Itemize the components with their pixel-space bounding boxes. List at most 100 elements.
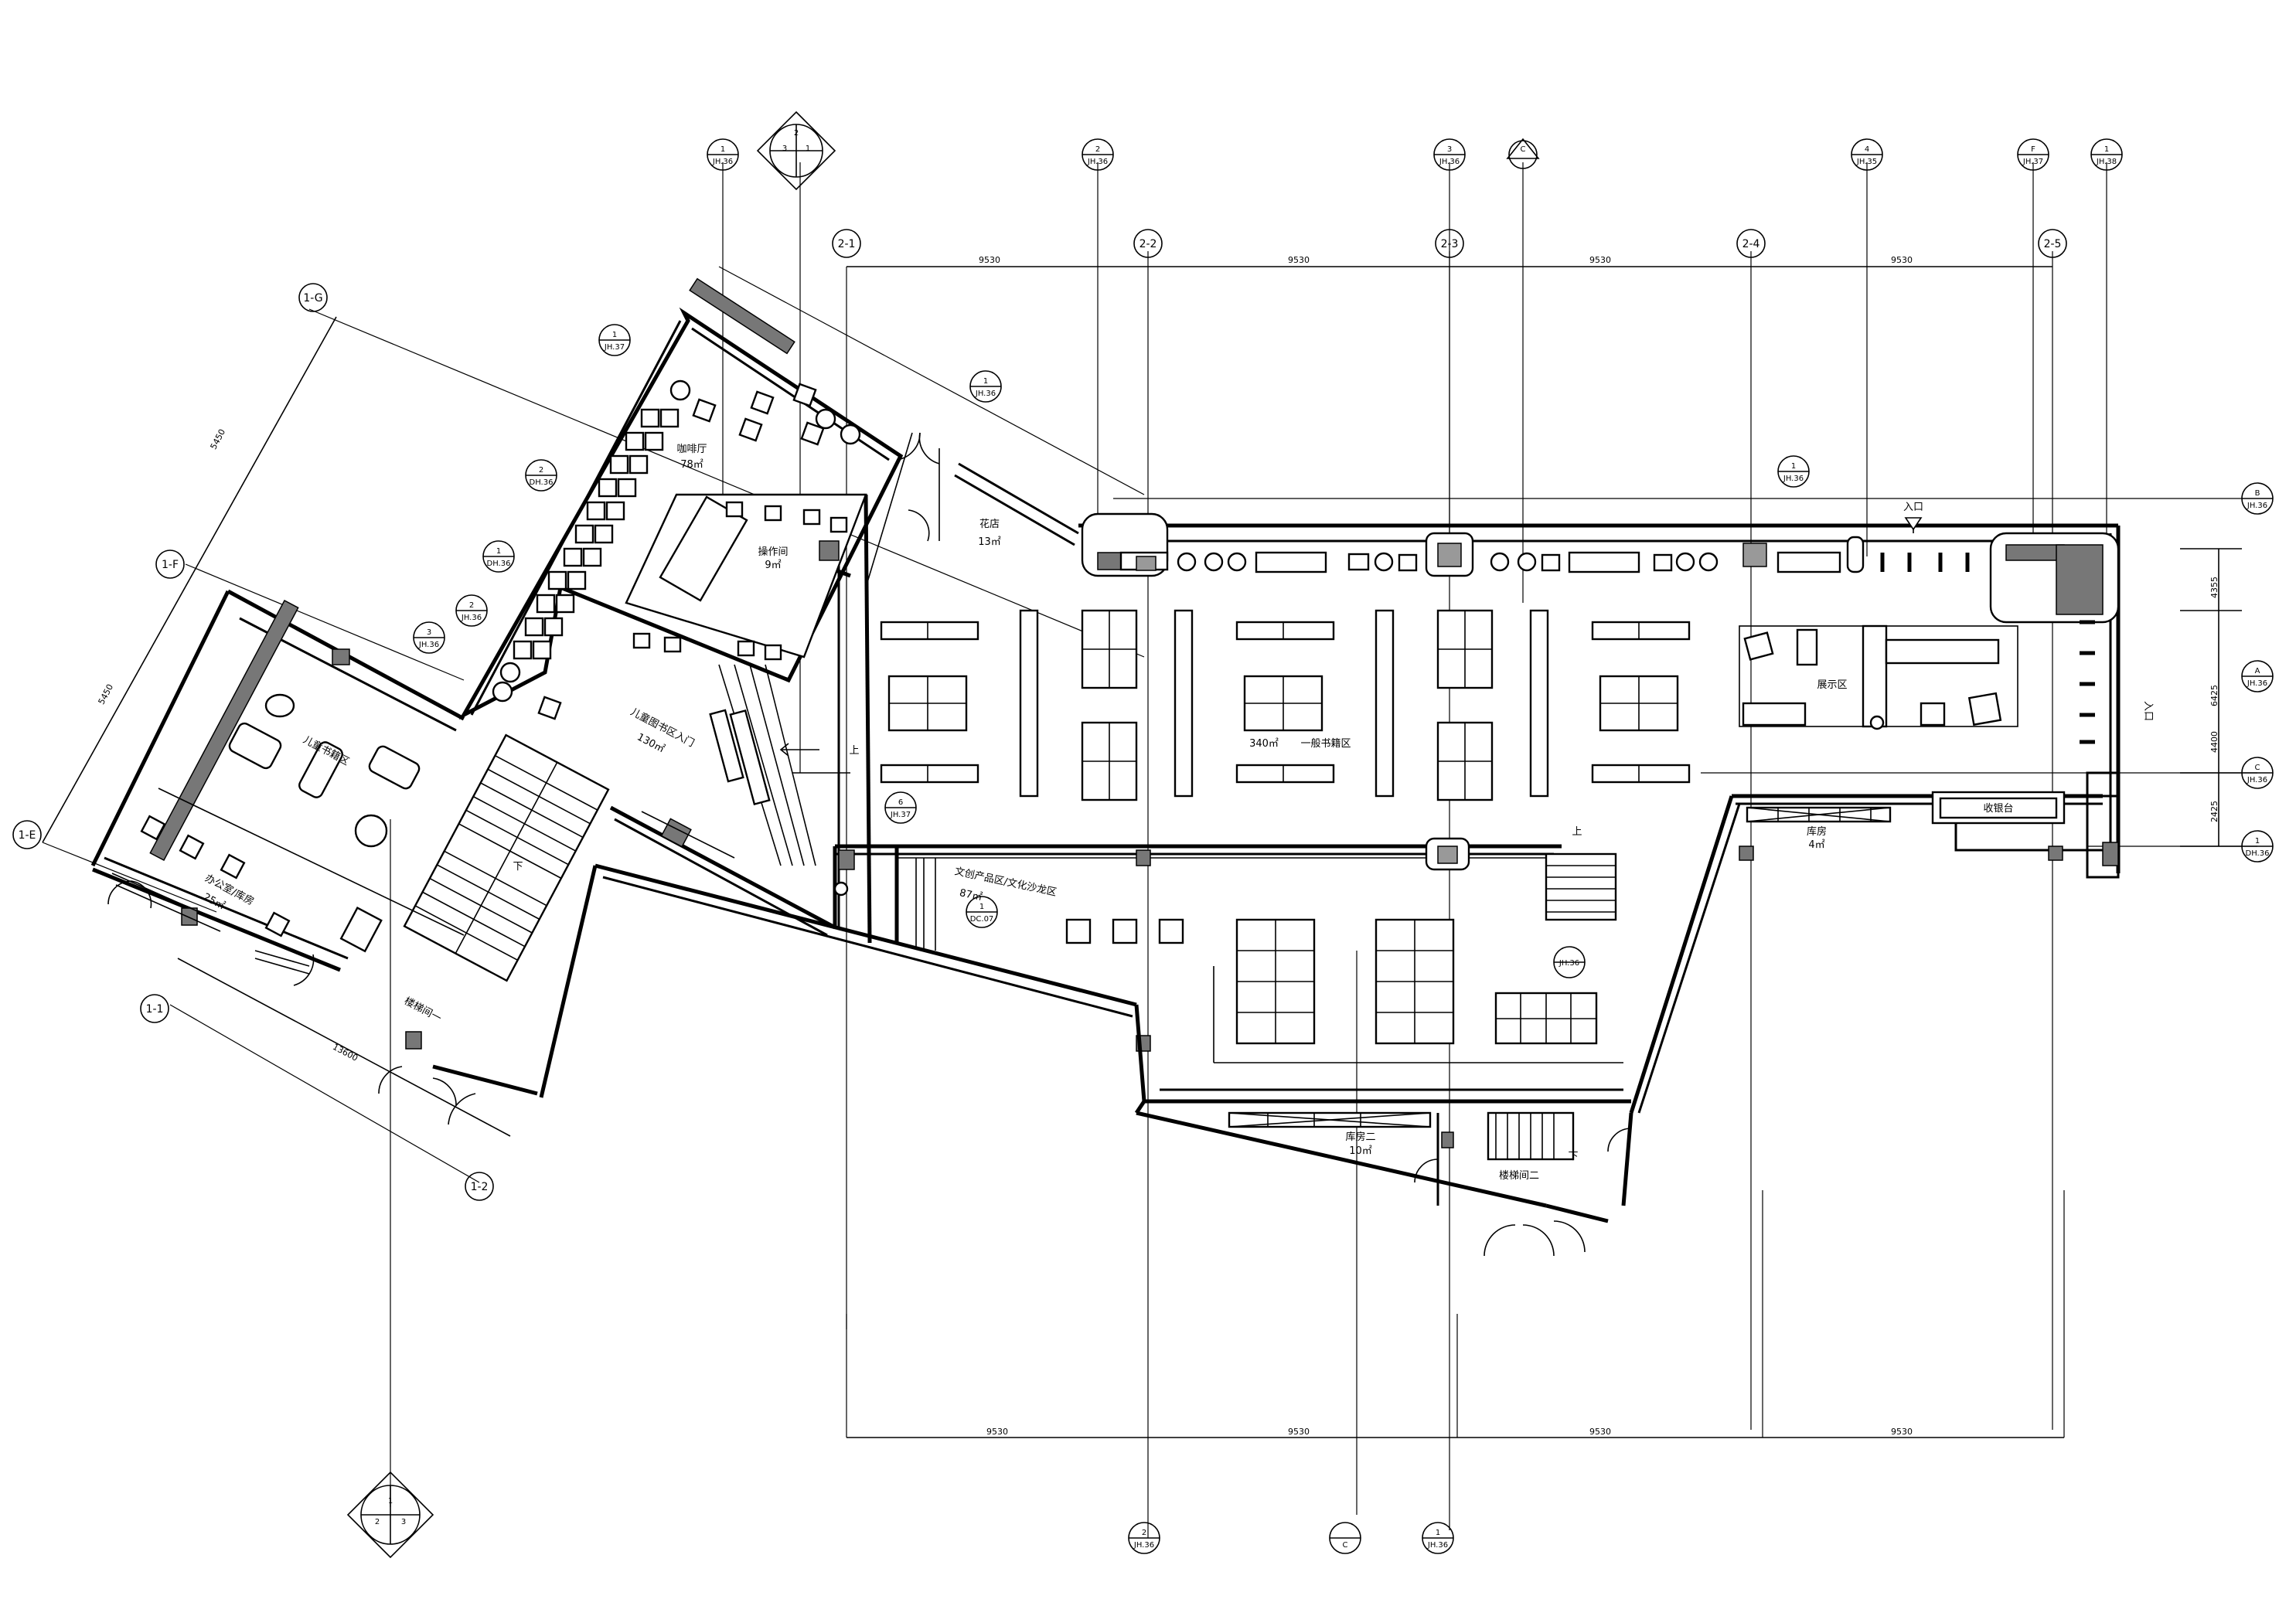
- svg-text:JH.36: JH.36: [1558, 959, 1579, 968]
- grid-bubble-2-1: 2-1: [832, 229, 861, 258]
- svg-text:3: 3: [427, 628, 431, 637]
- kitchen-name: 操作间: [758, 546, 788, 558]
- tag-24: 1JH.36: [1422, 1522, 1454, 1554]
- dim-left-lower: 13600: [331, 1042, 359, 1063]
- general-books-area: 340㎡: [1249, 738, 1279, 750]
- tag-15: 6JH.37: [884, 791, 917, 824]
- grid-bubble-2-3: 2-3: [1435, 229, 1464, 258]
- tag-4: C: [1506, 138, 1540, 169]
- entrance-right-label: 入口: [2142, 701, 2154, 721]
- svg-text:2-1: 2-1: [838, 238, 856, 250]
- dim-bottom-3: 9530: [1589, 1427, 1611, 1437]
- tag-9: 1JH.37: [598, 324, 631, 356]
- svg-text:JH.37: JH.37: [2022, 158, 2043, 166]
- cashier-storage: [1739, 791, 2119, 866]
- svg-text:1: 1: [983, 377, 988, 386]
- facade-top: [1081, 512, 2120, 624]
- display-area: [1739, 624, 2018, 730]
- svg-text:1: 1: [388, 1497, 393, 1506]
- flower-shop-area: 13㎡: [978, 536, 1001, 548]
- general-books-name: 一般书籍区: [1300, 737, 1351, 750]
- svg-text:JH.37: JH.37: [604, 343, 625, 352]
- svg-text:DH.36: DH.36: [487, 560, 511, 568]
- dim-bottom-2: 9530: [1288, 1427, 1310, 1437]
- tag-26: 1DC.07: [966, 896, 998, 928]
- svg-text:JH.36: JH.36: [2247, 679, 2267, 688]
- kids-room: [90, 589, 465, 986]
- tag-2: 2JH.36: [1082, 138, 1114, 171]
- svg-text:1: 1: [1436, 1529, 1440, 1537]
- dim-bottom-1: 9530: [986, 1427, 1008, 1437]
- down-mark-right: 下: [1568, 1151, 1578, 1162]
- svg-text:1: 1: [979, 903, 984, 911]
- svg-text:1: 1: [1791, 462, 1796, 471]
- grid-bubble-1-g: 1-G: [298, 283, 328, 312]
- grid-bubble-1-f: 1-F: [155, 550, 185, 579]
- dim-right-1: 4355: [2209, 577, 2219, 598]
- dim-left-upper: 5450: [209, 427, 228, 451]
- svg-text:JH.36: JH.36: [1087, 158, 1108, 166]
- dim-right-4: 2425: [2209, 801, 2219, 822]
- svg-text:JH.36: JH.36: [712, 158, 733, 166]
- stair-right-name: 楼梯间二: [1499, 1170, 1539, 1182]
- svg-text:1-2: 1-2: [471, 1181, 489, 1193]
- kitchen-area: 9㎡: [765, 560, 781, 571]
- svg-text:1: 1: [720, 145, 725, 154]
- svg-text:B: B: [2255, 489, 2260, 498]
- svg-text:1-E: 1-E: [19, 829, 36, 842]
- svg-text:JH.35: JH.35: [1856, 158, 1877, 166]
- svg-text:A: A: [2255, 667, 2260, 675]
- grid-bubble-1-2: 1-2: [465, 1172, 494, 1201]
- svg-text:JH.36: JH.36: [2247, 502, 2267, 510]
- svg-text:C: C: [1521, 145, 1526, 154]
- svg-text:C: C: [2255, 764, 2260, 772]
- cafe-area: 78㎡: [680, 459, 703, 471]
- svg-text:1-F: 1-F: [162, 559, 179, 571]
- stair-left: [378, 733, 610, 1125]
- svg-text:1-1: 1-1: [146, 1003, 164, 1016]
- svg-text:JH.37: JH.37: [890, 811, 911, 819]
- svg-text:2-4: 2-4: [1742, 238, 1760, 250]
- svg-text:F: F: [2031, 145, 2035, 154]
- storage-bottom-area: 10㎡: [1349, 1145, 1372, 1157]
- tag-13: 2JH.36: [455, 594, 488, 627]
- svg-text:1: 1: [2104, 145, 2109, 154]
- office-area: 25㎡: [201, 891, 227, 912]
- svg-text:JH.36: JH.36: [1783, 475, 1804, 483]
- tag-17: B JH.36: [2241, 482, 2274, 515]
- grid-bubble-1-e: 1-E: [12, 820, 42, 849]
- dim-top-3: 9530: [1589, 255, 1611, 265]
- svg-text:2-5: 2-5: [2044, 238, 2062, 250]
- storage-right-name: 库房: [1807, 825, 1827, 838]
- cafe-name: 咖啡厅: [676, 444, 707, 455]
- dimension-lines: [42, 266, 2242, 1438]
- svg-text:JH.36: JH.36: [1427, 1541, 1448, 1550]
- tag-11: 2DH.36: [525, 459, 557, 492]
- display-name: 展示区: [1817, 679, 1847, 691]
- tag-14: 3JH.36: [413, 621, 445, 654]
- storage-bottom-name: 库房二: [1345, 1131, 1375, 1143]
- flower-shop-name: 花店: [979, 518, 1000, 530]
- svg-text:2: 2: [469, 601, 474, 610]
- svg-text:2: 2: [794, 129, 799, 138]
- tag-18: A JH.36: [2241, 660, 2274, 692]
- tag-16: 1JH.36: [1777, 455, 1810, 488]
- svg-text:JH.38: JH.38: [2096, 158, 2117, 166]
- down-mark-left: 下: [513, 861, 523, 873]
- svg-text:JH.36: JH.36: [1133, 1541, 1154, 1550]
- bookshelves-main: [880, 609, 1691, 801]
- dim-bottom-4: 9530: [1891, 1427, 1913, 1437]
- tag-20: 1DH.36: [2241, 830, 2274, 863]
- tag-7: 1JH.38: [2090, 138, 2123, 171]
- grid-lines: [42, 162, 2257, 1538]
- bottom-rooms: [1228, 1111, 1632, 1257]
- entrance-label: 入口: [1903, 502, 1923, 513]
- svg-text:1: 1: [496, 547, 501, 556]
- tag-6: F JH.37: [2017, 138, 2049, 171]
- grid-bubbles: 2-1 2-2 2-3 2-4 2-5 1-G 1-F 1-E 1-1 1-2: [12, 229, 2067, 1201]
- stair-left-name: 楼梯间一: [402, 995, 443, 1025]
- svg-text:4: 4: [1865, 145, 1869, 154]
- grid-bubble-2-4: 2-4: [1736, 229, 1766, 258]
- entry-dashes-right: [2080, 620, 2095, 744]
